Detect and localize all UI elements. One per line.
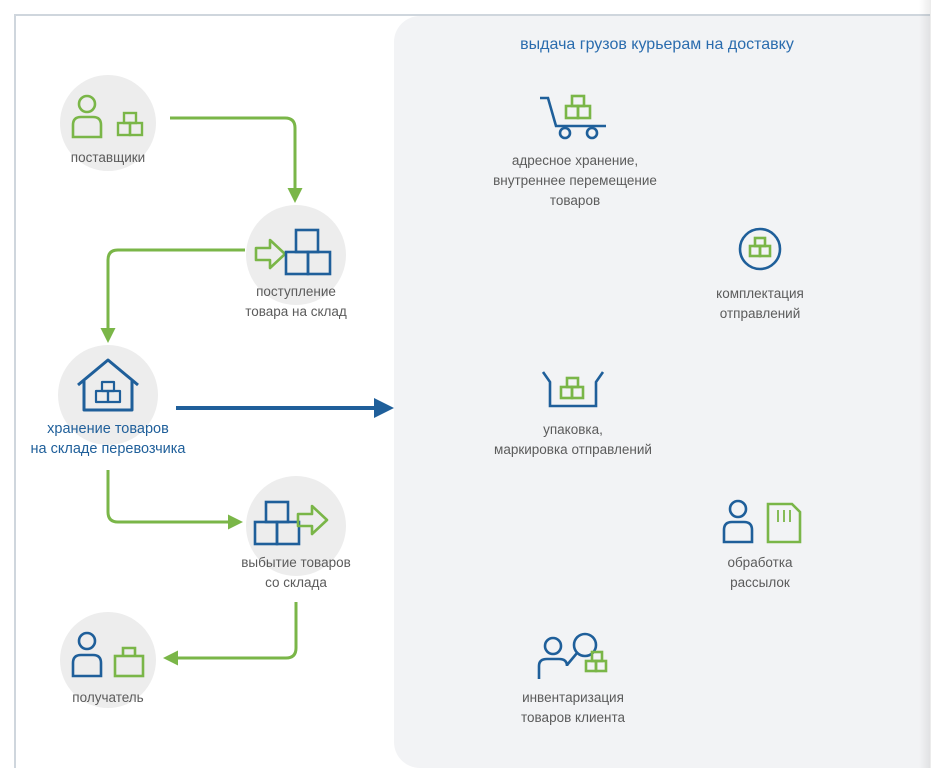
label-line: комплектация — [716, 286, 804, 301]
label-line: обработка — [727, 555, 793, 570]
arrow-suppliers-to-receipt — [170, 116, 303, 203]
arrow-storage-to-shipment — [106, 470, 243, 530]
node-label-suppliers: поставщики — [71, 148, 145, 168]
label-line: поступление — [256, 284, 336, 299]
boxes-stack-icon — [284, 228, 332, 276]
label-line: выбытие товаров — [241, 555, 351, 570]
node-circle-suppliers — [60, 75, 156, 171]
label-line: маркировка отправлений — [494, 442, 652, 457]
services-panel — [394, 16, 930, 768]
label-line: отправлений — [719, 306, 801, 321]
service-label-addressing: адресное хранение, внутреннее перемещени… — [493, 151, 657, 211]
node-label-recipient: получатель — [72, 688, 143, 708]
cart-icon — [540, 94, 606, 140]
node-label-receipt: поступление товара на склад — [245, 282, 347, 322]
box-icon — [116, 111, 144, 137]
arrow-receipt-to-storage — [100, 248, 245, 343]
service-label-picking: комплектация отправлений — [716, 284, 804, 324]
package-icon — [541, 371, 605, 408]
label-line: поставщики — [70, 150, 146, 165]
boxes-stack-icon — [253, 500, 301, 546]
service-label-inventory: инвентаризация товаров клиента — [521, 688, 625, 728]
node-circle-recipient — [60, 612, 156, 708]
edge-shadow — [919, 0, 931, 768]
panel-title: выдача грузов курьерам на доставку — [520, 36, 794, 53]
warehouse-icon — [77, 358, 139, 412]
label-line: товара на склад — [245, 304, 347, 319]
arrow-shipment-to-recipient — [163, 602, 298, 666]
node-label-shipment: выбытие товаров со склада — [241, 553, 351, 593]
node-label-storage: хранение товаров на складе перевозчика — [31, 419, 186, 459]
label-line: товаров — [549, 193, 601, 208]
label-line: на складе перевозчика — [30, 441, 186, 457]
person-icon — [71, 94, 103, 139]
label-line: рассылок — [730, 575, 790, 590]
label-line: со склада — [265, 575, 327, 590]
label-line: инвентаризация — [522, 690, 624, 705]
person-icon — [71, 631, 103, 678]
label-line: товаров клиента — [521, 710, 625, 725]
label-line: упаковка, — [543, 422, 603, 437]
label-line: получатель — [72, 690, 144, 705]
label-line: адресное хранение, — [511, 153, 639, 168]
node-circle-receipt — [246, 205, 346, 305]
box-circle-icon — [738, 227, 782, 271]
person-document-icon — [722, 499, 802, 544]
person-search-icon — [537, 632, 608, 679]
bag-icon — [113, 646, 145, 678]
arrow-right-icon — [254, 238, 287, 270]
arrow-right-icon — [296, 504, 329, 536]
label-line: хранение товаров — [47, 421, 169, 437]
service-label-packing: упаковка, маркировка отправлений — [494, 420, 652, 460]
label-line: внутреннее перемещение — [493, 173, 657, 188]
service-label-mailing: обработка рассылок — [727, 553, 792, 593]
